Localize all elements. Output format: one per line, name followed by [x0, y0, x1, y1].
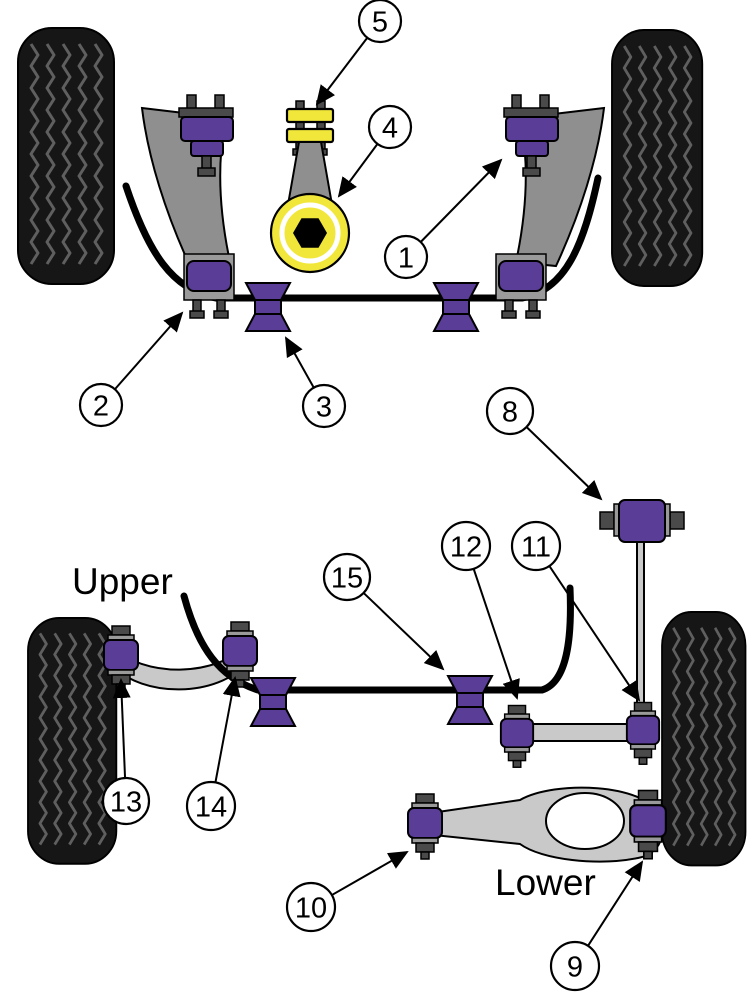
callout-arrow-2	[114, 311, 184, 390]
front-left-wheel	[18, 28, 114, 284]
engine-mount-bush	[269, 192, 351, 274]
callout-arrow-10	[331, 851, 409, 896]
rear-drop-link-bushing	[599, 499, 685, 543]
callout-circle-1	[383, 234, 429, 280]
callout-label-10: 10	[295, 892, 327, 924]
rear-arb-bushing-left	[250, 677, 296, 727]
rear-tie-rod-outer-bushing	[625, 701, 661, 766]
callout-arrow-3	[285, 336, 315, 389]
callout-arrow-4	[337, 143, 379, 198]
callout-label-13: 13	[110, 786, 142, 818]
front-right-arb-bracket	[495, 253, 547, 319]
lower-label: Lower	[495, 862, 596, 903]
callout-arrow-15	[362, 592, 445, 671]
callout-label-15: 15	[331, 562, 363, 594]
callout-arrow-5	[315, 37, 369, 106]
callout-circle-13	[101, 776, 151, 826]
callout-label-9: 9	[567, 951, 583, 983]
front-arb-bushing-left	[245, 282, 291, 332]
callout-circle-8	[485, 386, 535, 436]
front-right-top-mount	[503, 94, 559, 177]
callout-circle-15	[322, 552, 372, 602]
callout-circle-4	[367, 104, 413, 150]
rear-arb-bushing-right	[447, 675, 493, 725]
callout-circle-2	[78, 382, 124, 428]
rear-lower-arm-front-bushing	[407, 793, 443, 860]
front-anti-roll-bar	[122, 174, 602, 302]
engine-mount-bracket	[285, 100, 335, 156]
callout-label-1: 1	[398, 242, 414, 274]
front-left-top-mount	[178, 94, 234, 177]
upper-label: Upper	[72, 561, 173, 602]
callout-label-11: 11	[521, 531, 551, 563]
callout-label-12: 12	[450, 531, 482, 563]
front-right-wheel	[612, 30, 702, 286]
callout-circle-10	[285, 881, 337, 933]
rear-lower-arm	[423, 786, 664, 863]
callout-circle-11	[510, 520, 562, 572]
callout-label-8: 8	[502, 396, 518, 428]
rear-right-wheel	[662, 612, 746, 865]
callout-arrow-12	[472, 568, 520, 700]
callout-circle-12	[440, 520, 492, 572]
callout-label-14: 14	[195, 791, 227, 823]
callout-arrow-9	[587, 860, 644, 947]
rear-tie-rod-inner-bushing	[499, 704, 535, 769]
callout-arrow-13	[112, 678, 131, 779]
rear-anti-roll-bar	[180, 584, 574, 694]
callout-arrow-14	[214, 676, 241, 783]
callout-arrow-11	[548, 565, 641, 702]
callout-arrow-8	[525, 426, 603, 501]
callout-circle-5	[357, 0, 403, 44]
front-arb-bushing-right	[433, 282, 479, 332]
callout-label-5: 5	[372, 6, 388, 38]
rear-drop-link	[636, 539, 645, 719]
front-left-arb-bracket	[183, 253, 235, 319]
callout-label-4: 4	[382, 112, 398, 144]
callout-circle-9	[549, 940, 601, 992]
callout-label-3: 3	[316, 391, 332, 423]
callout-label-2: 2	[93, 390, 109, 422]
callout-circle-14	[185, 780, 237, 832]
callout-circle-3	[301, 383, 347, 429]
callout-arrow-1	[419, 158, 503, 243]
